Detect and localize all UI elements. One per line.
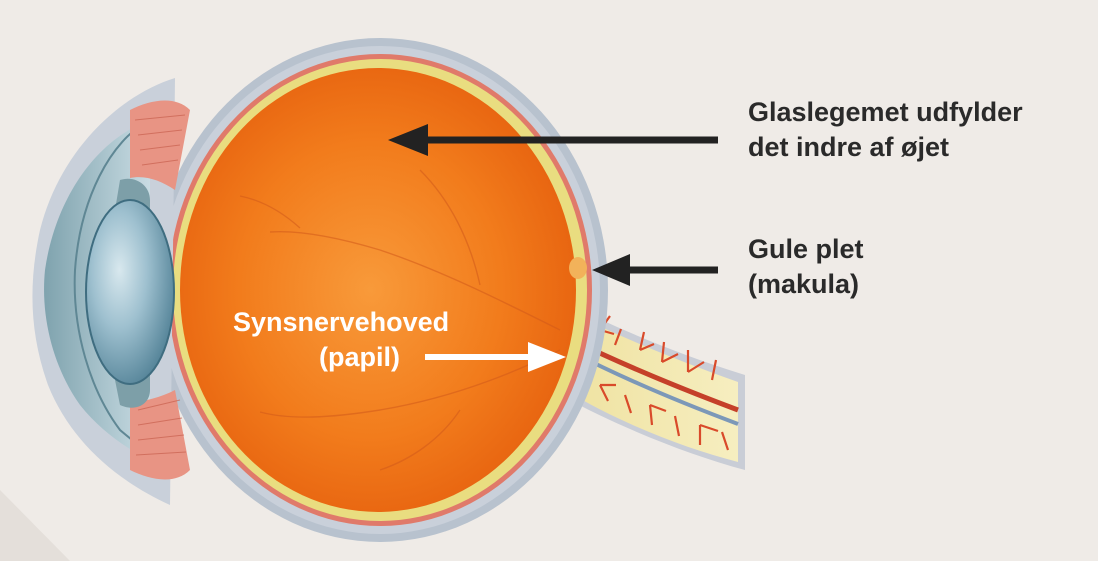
label-optic-disc-line2: (papil)	[233, 340, 449, 375]
label-optic-disc-line1: Synsnervehoved	[233, 305, 449, 340]
label-vitreous-body: Glaslegemet udfylder det indre af øjet	[748, 95, 1023, 165]
macula-arrow	[592, 254, 718, 286]
label-macula-line2: (makula)	[748, 267, 864, 302]
label-vitreous-line1: Glaslegemet udfylder	[748, 95, 1023, 130]
label-optic-disc: Synsnervehoved (papil)	[233, 305, 449, 375]
anterior-segment	[32, 78, 190, 505]
label-macula-line1: Gule plet	[748, 232, 864, 267]
macula-spot	[569, 257, 587, 279]
label-vitreous-line2: det indre af øjet	[748, 130, 1023, 165]
vitreous-body	[180, 68, 576, 512]
corner-shadow	[0, 490, 70, 561]
label-macula: Gule plet (makula)	[748, 232, 864, 302]
